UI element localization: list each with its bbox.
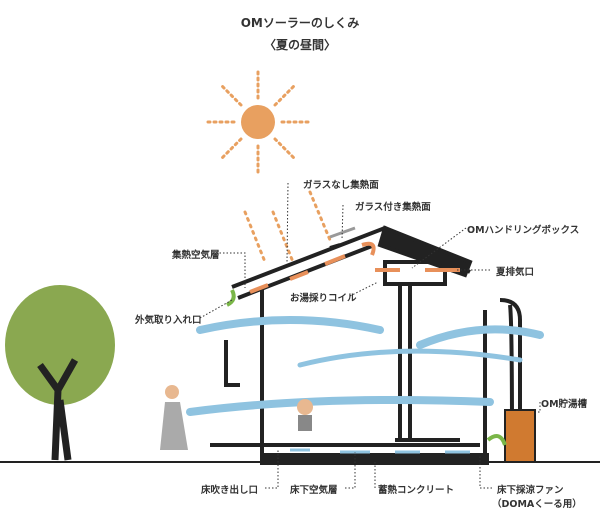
diagram-subtitle: 〈夏の昼間〉 [263, 38, 336, 52]
label-no-glass-collector: ガラスなし集熱面 [303, 180, 379, 191]
cool-air-flows [186, 316, 544, 416]
label-hot-water-tank: OM貯湯槽 [541, 399, 588, 410]
label-underfloor-fan-note: （DOMAくーる用） [492, 499, 582, 510]
sun-icon [202, 68, 332, 264]
house-walls [210, 285, 536, 465]
label-glass-collector: ガラス付き集熱面 [355, 202, 431, 213]
roof [231, 225, 473, 300]
warm-air-arrows [249, 241, 460, 294]
label-hot-water-coil: お湯採りコイル [290, 293, 357, 304]
child-figure [297, 399, 313, 431]
label-summer-exhaust: 夏排気口 [496, 267, 535, 278]
intake-arrow [226, 289, 236, 307]
label-air-layer: 集熱空気層 [172, 250, 220, 261]
diagram-title: OMソーラーのしくみ [240, 16, 360, 30]
underfloor-arrows [290, 448, 470, 454]
label-underfloor-fan: 床下採涼ファン [497, 485, 564, 496]
fan-arrow [486, 434, 507, 446]
label-underfloor-air-layer: 床下空気層 [290, 485, 338, 496]
label-floor-outlet: 床吹き出し口 [201, 485, 259, 496]
label-outside-air-intake: 外気取り入れ口 [135, 315, 202, 326]
woman-figure [160, 385, 188, 450]
label-thermal-concrete: 蓄熱コンクリート [378, 485, 455, 496]
tree-icon [5, 285, 115, 461]
label-handling-box: OMハンドリングボックス [467, 225, 580, 236]
